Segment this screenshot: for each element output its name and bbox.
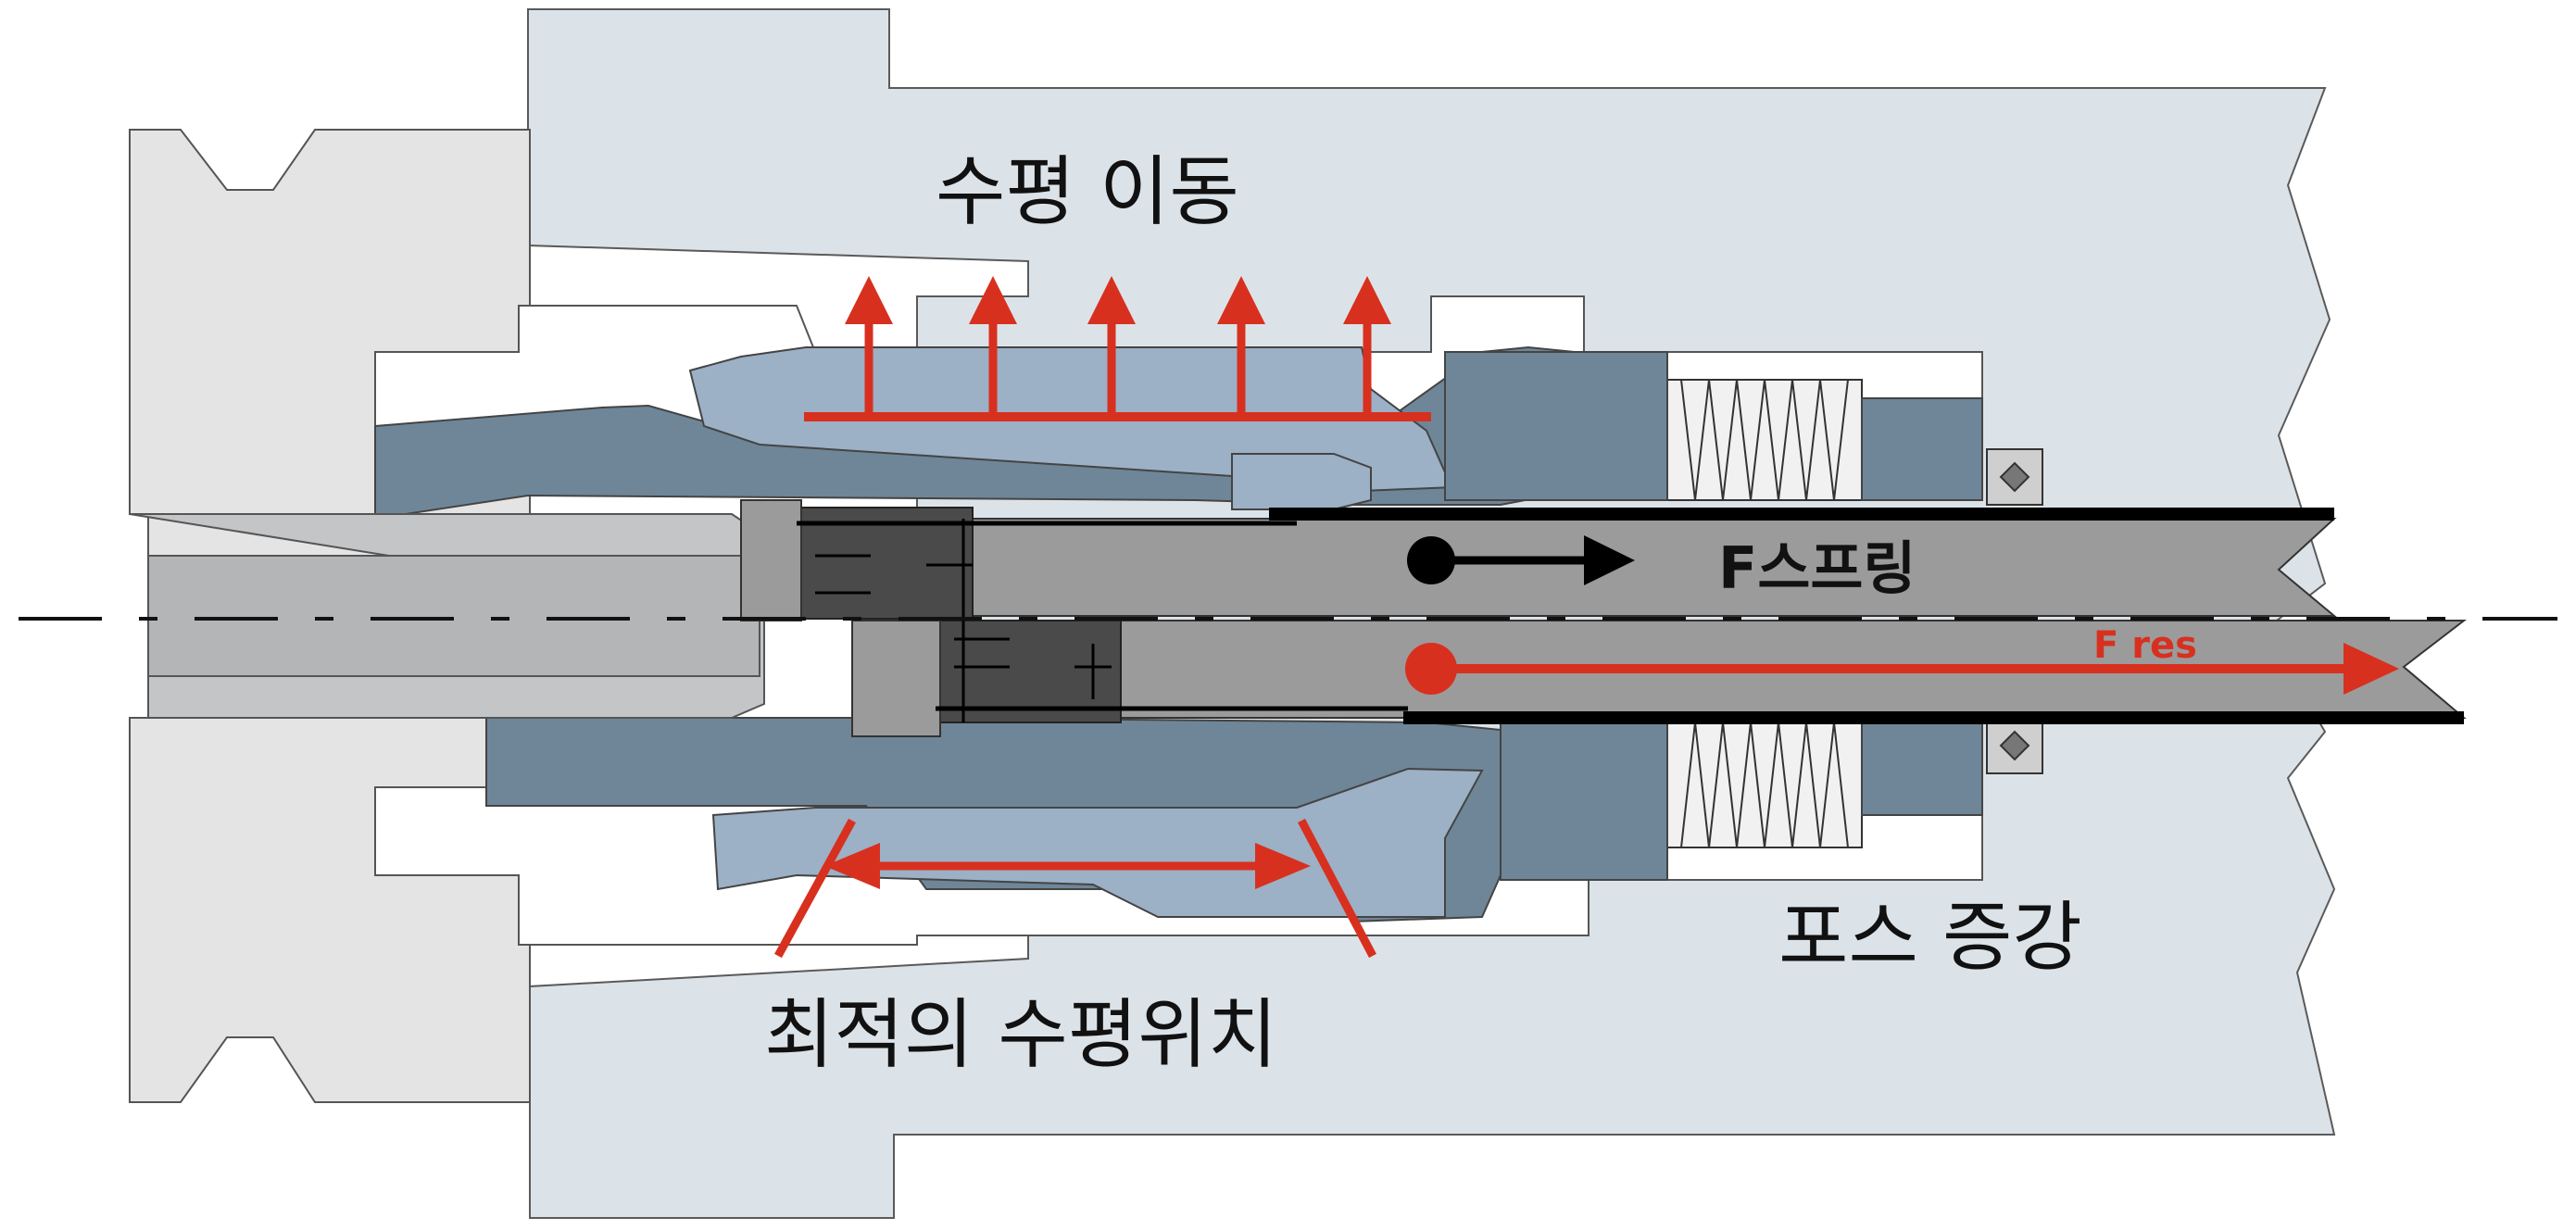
plunger-detail-lines: [815, 519, 1112, 722]
force-spring-arrow: [1407, 535, 1635, 585]
lower-spring: [1666, 722, 1863, 848]
up-arrow-icon: [1343, 276, 1391, 417]
right-arrow-icon: [2344, 643, 2399, 695]
plunger-cap-upper: [740, 499, 802, 621]
horizontal-move-arrows: [804, 276, 1431, 421]
lower-seal-icon: [1986, 717, 2043, 774]
lower-bushing: [1500, 722, 1668, 881]
up-arrow-icon: [969, 276, 1017, 417]
upper-bushing: [1444, 351, 1668, 501]
upper-spring: [1666, 379, 1863, 501]
up-arrow-icon: [845, 276, 893, 417]
upper-nut: [1861, 397, 1983, 501]
pull-stud-body: [147, 555, 760, 677]
double-arrow-icon: [1255, 843, 1311, 889]
force-res-label: F res: [2093, 624, 2197, 667]
lower-nut: [1861, 722, 1983, 816]
main-shaft-upper: [972, 518, 2337, 617]
double-arrow-icon: [824, 843, 880, 889]
up-arrow-icon: [1217, 276, 1265, 417]
upper-clamp-nose: [1231, 453, 1372, 510]
force-increase-label: 포스 증강: [1778, 894, 2082, 982]
force-spring-label: F스프링: [1718, 534, 1916, 602]
right-arrow-icon: [1584, 535, 1635, 585]
optimal-position-dimension: [774, 818, 1376, 959]
plunger-lower: [935, 620, 1122, 723]
horizontal-move-label: 수평 이동: [936, 148, 1239, 236]
optimal-position-label: 최적의 수평위치: [764, 991, 1277, 1079]
lower-clamp-segment: [711, 767, 1484, 918]
up-arrow-icon: [1087, 276, 1136, 417]
plunger-cap-lower: [851, 620, 941, 737]
upper-seal-icon: [1986, 448, 2043, 506]
plunger-upper: [796, 507, 974, 620]
force-res-arrow: [1405, 643, 2399, 695]
